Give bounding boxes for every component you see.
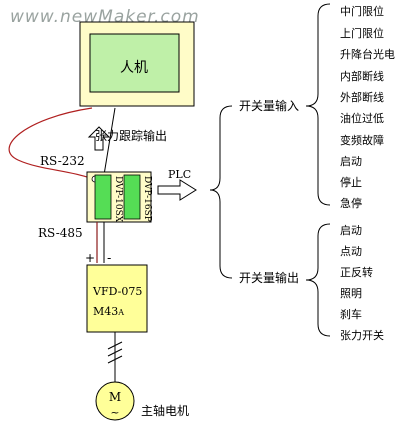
spindle-motor-label: 主轴电机 xyxy=(141,403,189,418)
input-item: 变频故障 xyxy=(340,133,384,147)
plc-module-2 xyxy=(123,174,141,220)
hmi-to-plc-arrow xyxy=(103,107,116,176)
main-brace xyxy=(209,105,233,279)
output-item: 启动 xyxy=(340,224,362,237)
vfd-unit: VFD-075 M43A xyxy=(86,264,148,333)
input-item: 上门限位 xyxy=(340,26,384,40)
output-item: 刹车 xyxy=(340,307,362,321)
output-item: 照明 xyxy=(340,287,362,300)
tension-output-label: 张力跟踪输出 xyxy=(95,128,167,143)
output-item: 张力开关 xyxy=(340,328,384,342)
rs485-minus: - xyxy=(107,251,111,265)
plc-output-arrow xyxy=(157,179,197,201)
plc-unit: DVP-10SX DVP-16SP xyxy=(86,171,152,223)
vfd-model-line2: M43A xyxy=(93,305,124,318)
input-item: 急停 xyxy=(340,196,362,210)
input-brace xyxy=(305,3,331,206)
motor-cable xyxy=(107,332,123,382)
tension-output-arrow xyxy=(87,126,111,151)
hmi-label: 人机 xyxy=(120,60,148,76)
switch-output-label: 开关量输出 xyxy=(239,270,299,285)
plc-module-1 xyxy=(94,174,112,220)
output-item: 正反转 xyxy=(340,265,373,279)
output-item: 点动 xyxy=(340,245,362,258)
output-brace xyxy=(305,223,331,337)
plc-label: PLC xyxy=(168,168,191,181)
input-item: 油位过低 xyxy=(340,111,384,125)
input-item: 内部断线 xyxy=(340,69,384,83)
plc-module-2-label: DVP-16SP xyxy=(142,176,152,222)
switch-input-label: 开关量输入 xyxy=(239,98,299,113)
output-list: 启动 点动 正反转 照明 刹车 张力开关 xyxy=(340,224,384,342)
rs485-label: RS-485 xyxy=(38,226,83,240)
motor-symbol-m: M xyxy=(109,390,121,404)
input-item: 启动 xyxy=(340,155,362,168)
input-list: 中门限位 上门限位 升降台光电 内部断线 外部断线 油位过低 变频故障 启动 停… xyxy=(340,4,395,210)
plc-module-1-label: DVP-10SX xyxy=(113,176,123,223)
rs232-label: RS-232 xyxy=(40,154,85,168)
vfd-model: VFD-075 xyxy=(92,285,142,298)
input-item: 中门限位 xyxy=(340,4,384,18)
input-item: 停止 xyxy=(340,175,362,189)
input-item: 外部断线 xyxy=(340,90,384,104)
input-item: 升降台光电 xyxy=(340,47,395,61)
rs485-plus: + xyxy=(85,251,95,265)
spindle-motor: M ~ xyxy=(95,381,135,421)
rs232-cable xyxy=(8,107,93,179)
motor-symbol-tilde: ~ xyxy=(110,406,119,419)
hmi-terminal: 人机 xyxy=(79,21,195,107)
